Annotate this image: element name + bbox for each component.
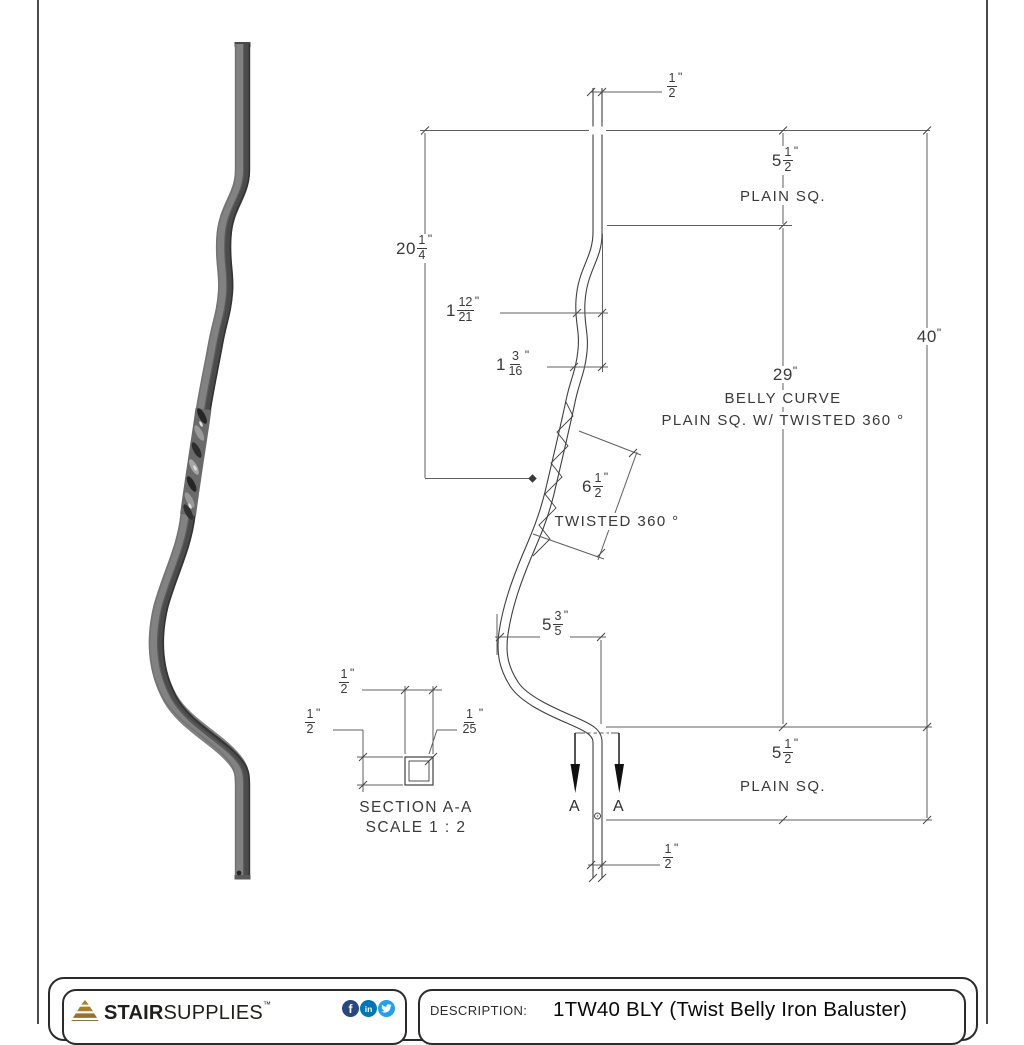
section-marker-a-left: A [569,798,580,815]
render-mount-hole [236,870,242,876]
brand-stair: STAIR [104,1002,164,1024]
dimension-lines [333,91,932,866]
baluster-3d-render [148,42,251,880]
dim-overall-length: 40 " [906,327,952,345]
baluster-2d-twist-facets [532,401,574,557]
label-belly-curve: BELLY CURVE [653,390,913,407]
description-value: 1TW40 BLY (Twist Belly Iron Baluster) [553,998,908,1021]
section-square [404,756,434,786]
sheet-border-right [986,0,988,1024]
label-top-plain-sq: PLAIN SQ. [723,188,843,205]
section-cut-arrows [570,733,624,793]
twist-leader-marker [528,474,537,483]
label-bottom-plain-sq: PLAIN SQ. [723,778,843,795]
technical-drawing-canvas [148,42,932,883]
facebook-icon[interactable]: f [342,1000,359,1017]
section-scale: SCALE 1 : 2 [350,819,482,837]
brand-wordmark: STAIRSUPPLIES™ [104,1000,272,1025]
twitter-bird-glyph [381,1004,392,1013]
dim-belly-length: 29 " [653,365,917,383]
description-label: DESCRIPTION: [430,1003,528,1018]
social-icons: f in [342,1000,395,1017]
mount-hole-2d [594,812,601,820]
baluster-3d-twist [180,407,212,520]
sheet-border-left [37,0,39,1024]
stairsupplies-logo-icon [71,1000,99,1021]
dimension-ticks [358,87,932,883]
twitter-icon[interactable] [378,1000,395,1017]
label-twisted-360: TWISTED 360 ° [552,513,682,530]
section-title: SECTION A-A [350,799,482,817]
label-belly-plain-sq-twisted: PLAIN SQ. W/ TWISTED 360 ° [653,412,913,429]
section-marker-a-right: A [613,798,624,815]
brand-supplies: SUPPLIES [163,1002,263,1024]
brand-trademark: ™ [262,1000,272,1009]
baluster-2d-outline [497,88,603,878]
linkedin-icon[interactable]: in [360,1000,377,1017]
